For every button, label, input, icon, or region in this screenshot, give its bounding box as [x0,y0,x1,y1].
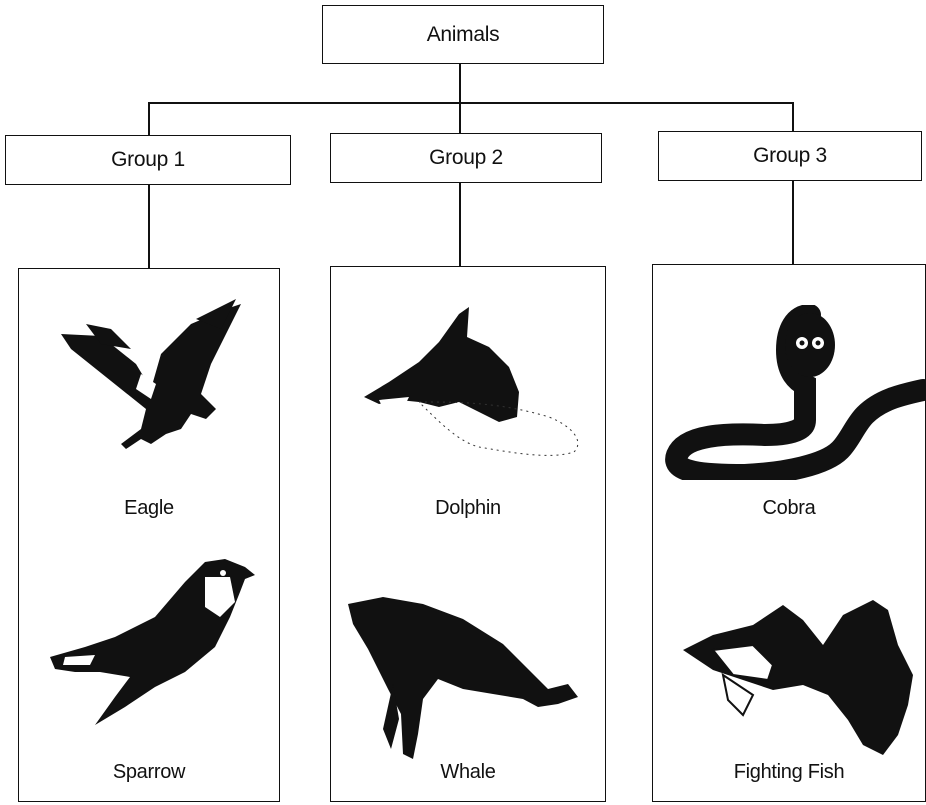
animal-label-sparrow: Sparrow [112,761,186,783]
group-node-3: Group 3 [658,131,922,181]
eagle-icon [41,294,251,464]
group-node-1: Group 1 [5,135,291,185]
root-label: Animals [426,22,500,46]
root-node-animals: Animals [322,5,604,64]
connector-group1-up [148,102,150,136]
group-3-label: Group 3 [753,144,827,167]
connector-group3-panel [792,181,794,264]
group-2-label: Group 2 [429,146,503,169]
whale-icon [343,589,593,769]
cobra-icon [665,305,926,480]
animal-label-cobra: Cobra [762,497,816,519]
dolphin-icon [349,302,594,472]
connector-group2-panel [459,183,461,266]
fighting-fish-icon [673,595,923,765]
group-1-label: Group 1 [111,148,185,171]
animal-label-dolphin: Dolphin [435,497,501,519]
animal-label-eagle: Eagle [124,497,174,519]
group-3-panel: Cobra Fighting Fish [652,264,926,802]
connector-group1-panel [148,185,150,268]
connector-group3-up [792,102,794,132]
connector-group2-up [459,102,461,134]
animal-label-whale: Whale [440,761,496,783]
group-2-panel: Dolphin Whale [330,266,606,802]
group-node-2: Group 2 [330,133,602,183]
group-1-panel: Eagle Sparrow [18,268,280,802]
connector-horizontal [148,102,794,104]
sparrow-icon [45,547,260,732]
connector-root-down [459,64,461,104]
animal-label-fighting-fish: Fighting Fish [733,761,845,783]
